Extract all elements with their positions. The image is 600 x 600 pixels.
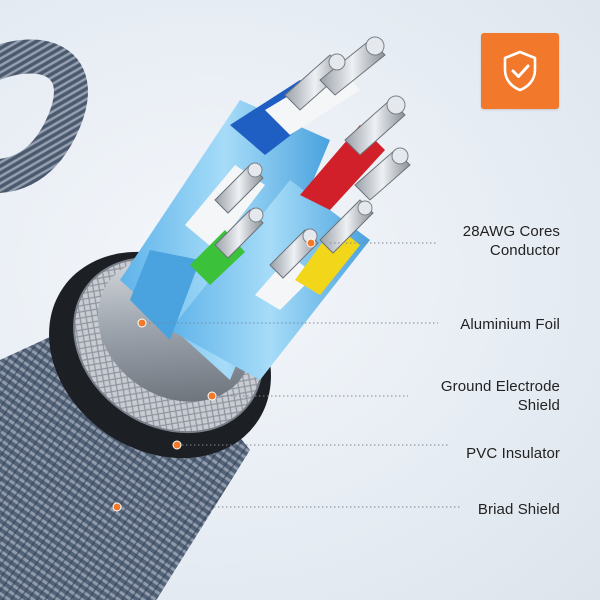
callout-line: Aluminium Foil bbox=[460, 316, 560, 333]
callout-line: Shield bbox=[517, 397, 560, 414]
callout-line: PVC Insulator bbox=[466, 445, 560, 462]
callout-cores-conductor: 28AWG Cores Conductor bbox=[463, 222, 560, 260]
callout-pvc-insulator: PVC Insulator bbox=[466, 444, 560, 463]
callout-line: Ground Electrode bbox=[440, 378, 560, 395]
callout-line: 28AWG Cores bbox=[462, 223, 560, 240]
callout-aluminium-foil: Aluminium Foil bbox=[460, 315, 560, 334]
callout-ground-electrode-shield: Ground Electrode Shield bbox=[441, 377, 560, 415]
callout-braid-shield: Briad Shield bbox=[478, 500, 560, 519]
shield-badge bbox=[481, 33, 559, 109]
callout-line: Briad Shield bbox=[477, 501, 560, 518]
shield-check-icon bbox=[503, 50, 537, 92]
callout-line: Conductor bbox=[489, 242, 560, 259]
